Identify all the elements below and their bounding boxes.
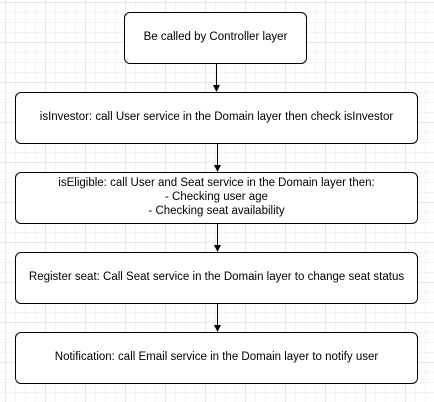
node-text: - Checking seat availability [148,204,285,217]
node-called-by-controller[interactable]: Be called by Controller layer [124,12,307,64]
arrowhead-icon [213,85,220,92]
node-is-investor[interactable]: isInvestor: call User service in the Dom… [15,92,418,144]
node-text: - Checking user age [165,191,268,204]
node-notification[interactable]: Notification: call Email service in the … [15,332,418,384]
node-text: Register seat: Call Seat service in the … [28,271,405,284]
node-text: isEligible: call User and Seat service i… [58,177,375,190]
arrowhead-icon [214,165,221,172]
node-register-seat[interactable]: Register seat: Call Seat service in the … [15,252,418,304]
node-text: isInvestor: call User service in the Dom… [39,111,394,124]
arrowhead-icon [214,245,221,252]
arrowhead-icon [214,325,221,332]
node-text: Notification: call Email service in the … [54,351,379,364]
node-is-eligible[interactable]: isEligible: call User and Seat service i… [15,172,418,224]
node-text: Be called by Controller layer [143,31,288,44]
